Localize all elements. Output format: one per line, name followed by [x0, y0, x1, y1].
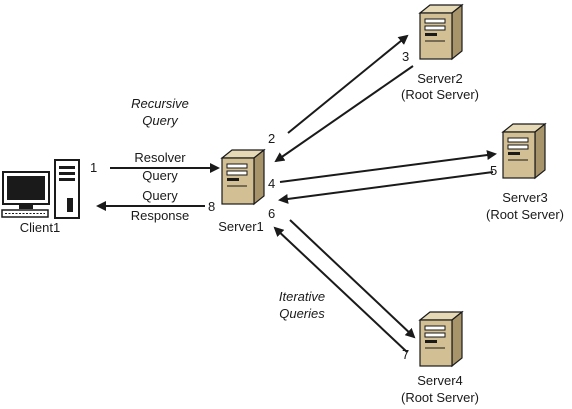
server2-icon — [419, 4, 463, 60]
server1-label: Server1 — [218, 219, 264, 234]
step-5: 5 — [490, 163, 497, 178]
server4-label: Server4 — [417, 373, 463, 388]
arrow-server4-to-server1 — [273, 226, 408, 353]
arrow-server1-to-server4 — [289, 219, 416, 339]
server1-icon — [221, 149, 265, 205]
step-3: 3 — [402, 49, 409, 64]
client1-label: Client1 — [20, 220, 60, 235]
iterative-queries-line1: Iterative — [279, 289, 325, 304]
query-response-line1: Query — [142, 188, 178, 203]
step-8: 8 — [208, 199, 215, 214]
step-7: 7 — [402, 347, 409, 362]
step-2: 2 — [268, 131, 275, 146]
arrow-server1-to-server2 — [287, 34, 409, 134]
client1-computer-icon — [1, 159, 80, 219]
server4-icon — [419, 311, 463, 367]
recursive-query-line1: Recursive — [131, 96, 189, 111]
arrow-server3-to-server1 — [278, 171, 494, 204]
recursive-query-line2: Query — [142, 113, 179, 128]
server3-icon — [502, 123, 546, 179]
server2-label: Server2 — [417, 71, 463, 86]
resolver-query-line1: Resolver — [134, 150, 186, 165]
step-1: 1 — [90, 160, 97, 175]
server4-role: (Root Server) — [401, 390, 479, 405]
iterative-queries-line2: Queries — [279, 306, 325, 321]
resolver-query-line2: Query — [142, 168, 178, 183]
step-6: 6 — [268, 206, 275, 221]
arrow-server1-to-server3 — [279, 150, 497, 183]
step-4: 4 — [268, 176, 275, 191]
server3-label: Server3 — [502, 190, 548, 205]
arrow-server2-to-server1 — [274, 65, 414, 163]
server3-role: (Root Server) — [486, 207, 564, 222]
query-response-line2: Response — [131, 208, 190, 223]
server2-role: (Root Server) — [401, 87, 479, 102]
